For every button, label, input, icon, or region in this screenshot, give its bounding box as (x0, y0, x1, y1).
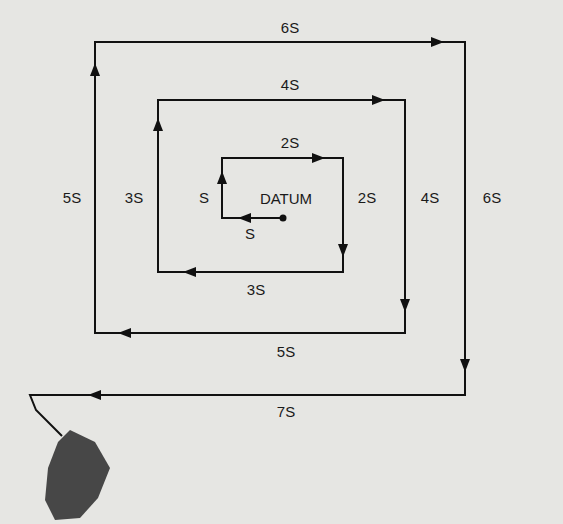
leg-label: 4S (419, 190, 441, 207)
leg-label: 5S (275, 344, 297, 361)
leg-label: S (243, 226, 257, 243)
leg-label: 7S (275, 404, 297, 421)
leg-label: S (197, 190, 211, 207)
leg-label: 2S (356, 190, 378, 207)
leg-label: 3S (245, 282, 267, 299)
leg-label: 2S (279, 135, 301, 152)
leg-label: DATUM (258, 191, 314, 208)
leg-label: 3S (123, 190, 145, 207)
ship-silhouette (45, 430, 110, 520)
leg-label: 4S (279, 77, 301, 94)
search-track (30, 42, 465, 436)
leg-label: 6S (279, 20, 301, 37)
datum-point (280, 215, 287, 222)
leg-label: 6S (481, 190, 503, 207)
leg-label: 5S (61, 190, 83, 207)
track-arrows (88, 37, 470, 400)
